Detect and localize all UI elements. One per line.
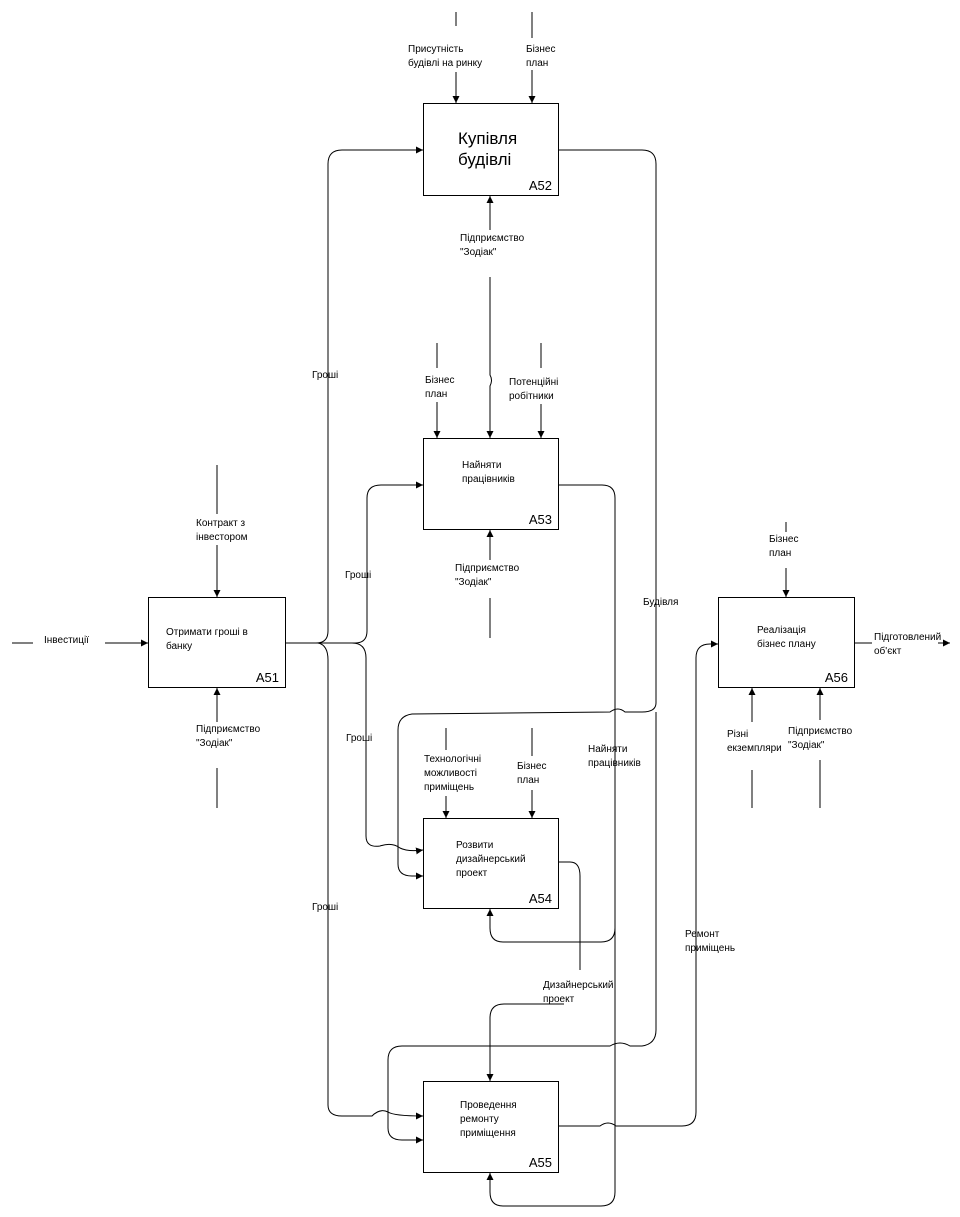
activity-title: Найняти працівників [462, 460, 515, 485]
activity-title: Проведення ремонту приміщення [460, 1100, 517, 1139]
arrow-hired-workers [486, 484, 616, 1207]
label-zodiak-a56: Підприємство "Зодіак" [788, 726, 853, 751]
activity-title: Розвити дизайнерський проект [456, 840, 526, 879]
activity-id: А53 [528, 512, 552, 527]
label-zodiak-a53: Підприємство "Зодіак" [455, 563, 520, 588]
label-business-plan-a56: Бізнес план [769, 534, 799, 559]
label-money-3: Гроші [346, 733, 373, 744]
activity-box-a54[interactable]: Розвити дизайнерський проект А54 [423, 818, 559, 909]
label-repair: Ремонт приміщень [685, 929, 736, 954]
arrow-money-a53 [316, 481, 423, 644]
arrow-money-a54 [318, 642, 424, 855]
label-potential-workers: Потенційні робітники [509, 377, 559, 402]
activity-box-a52[interactable]: Купівля будівлі А52 [423, 103, 559, 196]
label-investments: Інвестиції [44, 635, 89, 646]
arrow-zodiak-a52-to-a53 [486, 277, 494, 438]
label-hired-workers: Найняти працівників [588, 744, 641, 769]
activity-id: А51 [255, 670, 279, 685]
label-business-plan-a52: Бізнес план [526, 44, 556, 69]
label-design-project: Дизайнерський проект [543, 980, 614, 1005]
label-money-2: Гроші [345, 570, 372, 581]
arrow-workers-a54 [486, 909, 616, 943]
activity-box-a55[interactable]: Проведення ремонту приміщення А55 [423, 1081, 559, 1173]
activity-title: Реалізація бізнес плану [757, 625, 816, 650]
label-contract: Контракт з інвестором [196, 518, 248, 543]
activity-title: Купівля будівлі [458, 129, 518, 169]
activity-id: А56 [824, 670, 848, 685]
label-zodiak-a51: Підприємство "Зодіак" [196, 724, 261, 749]
label-business-plan-a54: Бізнес план [517, 761, 547, 786]
label-various: Різні екземпляри [727, 729, 782, 754]
label-business-plan-a53: Бізнес план [425, 375, 455, 400]
activity-box-a56[interactable]: Реалізація бізнес плану А56 [718, 597, 855, 688]
label-prepared-object: Підготовлений об'єкт [874, 632, 942, 657]
activity-id: А55 [528, 1155, 552, 1170]
activity-title: Отримати гроші в банку [166, 627, 248, 652]
arrow-money-a52 [285, 146, 423, 644]
label-tech: Технологічні можливості приміщень [424, 754, 482, 793]
activity-box-a51[interactable]: Отримати гроші в банку А51 [148, 597, 286, 688]
arrow-money-a55 [317, 642, 424, 1120]
arrow-building-a55 [387, 712, 657, 1144]
arrow-design-project [490, 861, 581, 1081]
label-building: Будівля [643, 597, 679, 608]
label-money-4: Гроші [312, 902, 339, 913]
activity-id: А54 [528, 891, 552, 906]
arrow-building [397, 149, 657, 880]
label-money-1: Гроші [312, 370, 339, 381]
arrow-repair [558, 640, 718, 1127]
label-zodiak-a52: Підприємство "Зодіак" [460, 233, 525, 258]
activity-id: А52 [528, 178, 552, 193]
label-presence: Присутність будівлі на ринку [408, 44, 483, 69]
activity-box-a53[interactable]: Найняти працівників А53 [423, 438, 559, 530]
